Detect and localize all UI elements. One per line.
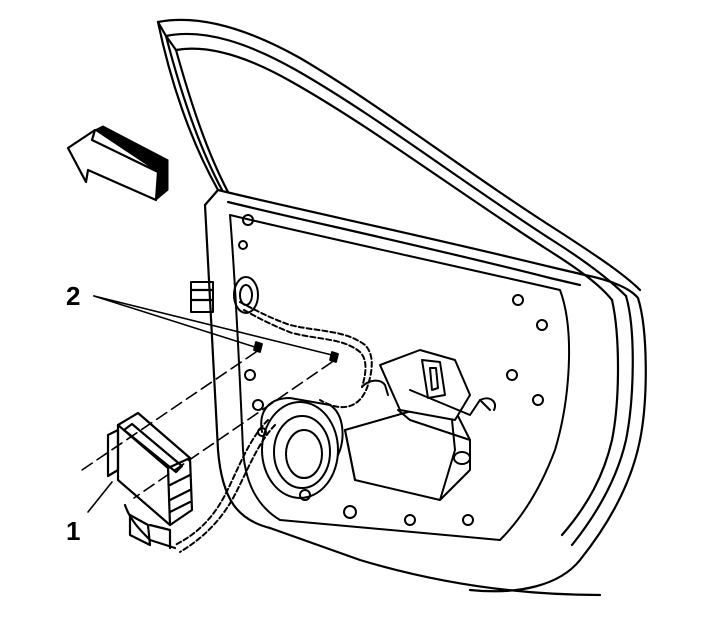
callout-1-label: 1 [66, 516, 81, 546]
door-shell [189, 188, 647, 597]
inner-panel [229, 214, 571, 541]
door-window-frame [156, 18, 642, 302]
mounting-tabs [253, 341, 339, 363]
callout-2-label: 2 [66, 281, 81, 311]
window-regulator [344, 349, 496, 501]
direction-arrow-icon [66, 125, 169, 202]
alignment-lines [81, 351, 333, 499]
wiring-harness [174, 301, 389, 553]
callout-1-leader [87, 481, 113, 513]
callout-2-leader [93, 295, 337, 357]
control-module [106, 411, 194, 550]
speaker-opening [260, 397, 344, 499]
